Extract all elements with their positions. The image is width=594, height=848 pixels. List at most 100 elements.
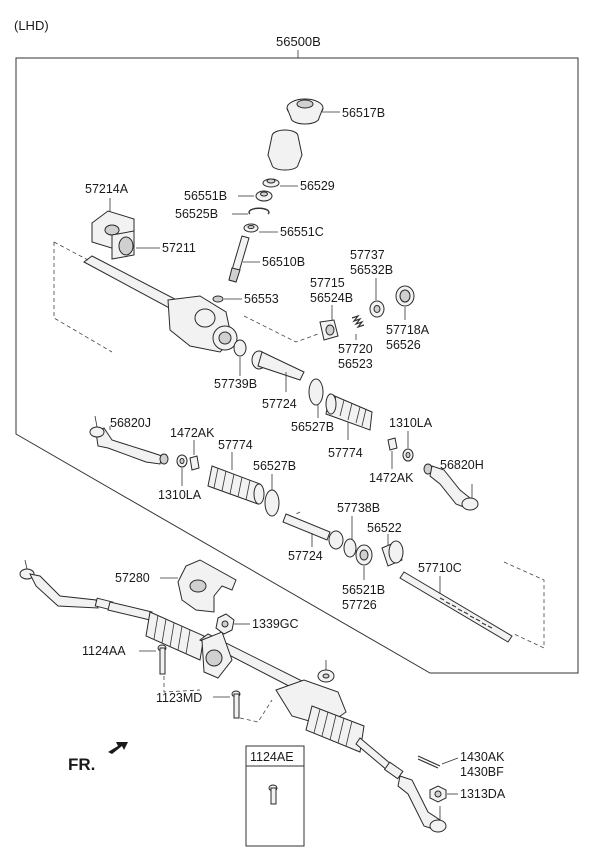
label-1123MD: 1123MD [156, 691, 202, 705]
label-56517B: 56517B [342, 106, 385, 120]
label-1339GC: 1339GC [252, 617, 299, 631]
label-56553: 56553 [244, 292, 279, 306]
callout-box-1124AE: 1124AE [245, 745, 305, 847]
part-1472AK-left [189, 455, 200, 471]
part-56526 [395, 285, 415, 307]
part-1430AK [417, 755, 441, 769]
label-56820J: 56820J [110, 416, 151, 430]
part-56522 [381, 540, 404, 567]
label-57724-lower: 57724 [288, 549, 323, 563]
label-56521B: 56521B [342, 583, 385, 597]
label-56527B-left: 56527B [253, 459, 296, 473]
part-57710C [399, 571, 513, 643]
part-56524B [319, 319, 339, 341]
part-57724-lower [282, 513, 344, 550]
part-56521B [355, 544, 373, 566]
dashed-guide-left-upper [53, 242, 113, 353]
assembly-number: 56500B [276, 34, 321, 49]
part-1123MD [231, 690, 241, 719]
dashed-guide-lower-a [295, 511, 301, 515]
tie-rod-end-left-lower [19, 559, 114, 611]
label-56820H: 56820H [440, 458, 484, 472]
label-56526: 56526 [386, 338, 421, 352]
label-1430BF: 1430BF [460, 765, 504, 779]
part-1310LA-right [402, 448, 414, 462]
label-56527B-upper: 56527B [291, 420, 334, 434]
label-56525B: 56525B [175, 207, 218, 221]
part-57774-upper [325, 393, 373, 431]
assembly-frame [15, 57, 579, 674]
part-57724-upper [251, 350, 305, 381]
dashed-guide-mid [243, 315, 319, 343]
part-56532B [369, 300, 385, 318]
part-56551B [255, 190, 273, 202]
label-57710C: 57710C [418, 561, 462, 575]
front-direction-label: FR. [68, 755, 95, 774]
part-1472AK-right [387, 437, 398, 451]
label-57720: 57720 [338, 342, 373, 356]
label-1430AK: 1430AK [460, 750, 505, 764]
pinion-boot [267, 129, 303, 171]
part-57280 [177, 559, 237, 613]
part-56527B-left [264, 489, 280, 517]
label-57718A: 57718A [386, 323, 430, 337]
part-1313DA [429, 785, 447, 803]
label-57774-left: 57774 [218, 438, 253, 452]
part-56529 [262, 178, 280, 188]
part-57774-left [207, 465, 265, 505]
part-57738B [343, 538, 357, 558]
front-arrow-icon [108, 742, 128, 754]
label-57739B: 57739B [214, 377, 257, 391]
dashed-guide-top [53, 241, 89, 261]
label-1313DA: 1313DA [460, 787, 506, 801]
part-1124AE [268, 784, 278, 805]
label-57724-upper: 57724 [262, 397, 297, 411]
label-1310LA-left: 1310LA [158, 488, 202, 502]
label-1124AA: 1124AA [82, 644, 126, 658]
label-56551B: 56551B [184, 189, 227, 203]
part-1339GC [215, 613, 235, 635]
label-57774-upper: 57774 [328, 446, 363, 460]
label-57715: 57715 [310, 276, 345, 290]
part-56553 [212, 295, 224, 303]
part-56820H [423, 463, 479, 511]
label-1310LA-right: 1310LA [389, 416, 433, 430]
label-56522: 56522 [367, 521, 402, 535]
label-56510B: 56510B [262, 255, 305, 269]
label-1124AE: 1124AE [250, 750, 294, 764]
label-57737: 57737 [350, 248, 385, 262]
label-56529: 56529 [300, 179, 335, 193]
boot-left-lower [145, 611, 205, 661]
label-57214A: 57214A [85, 182, 129, 196]
label-57280: 57280 [115, 571, 150, 585]
variant-label: (LHD) [14, 18, 49, 33]
label-56523: 56523 [338, 357, 373, 371]
tie-rod-left-lower [107, 601, 153, 621]
leader-1430AK [441, 757, 459, 765]
label-57738B: 57738B [337, 501, 380, 515]
dashed-guide-1123MD [239, 699, 273, 723]
label-56551C: 56551C [280, 225, 324, 239]
label-1472AK-right: 1472AK [369, 471, 414, 485]
gear-housing [83, 255, 238, 353]
part-56527B-upper [308, 378, 324, 406]
tie-rod-end-right-lower [383, 761, 447, 833]
label-57211: 57211 [162, 241, 196, 255]
part-1124AA [157, 644, 167, 675]
boot-right-lower [305, 705, 365, 753]
part-56820J [89, 415, 169, 465]
part-56551C [243, 223, 259, 233]
label-57726: 57726 [342, 598, 377, 612]
part-1310LA-left [176, 454, 188, 468]
dashed-guide-1124AA [163, 676, 201, 693]
label-56532B: 56532B [350, 263, 393, 277]
dashed-guide-rack [503, 561, 545, 649]
part-56510B [228, 235, 250, 283]
label-56524B: 56524B [310, 291, 353, 305]
part-56517B [286, 98, 324, 125]
label-1472AK-left: 1472AK [170, 426, 215, 440]
part-57739B [233, 339, 247, 357]
part-56525B [248, 207, 270, 215]
part-57211 [111, 230, 135, 260]
